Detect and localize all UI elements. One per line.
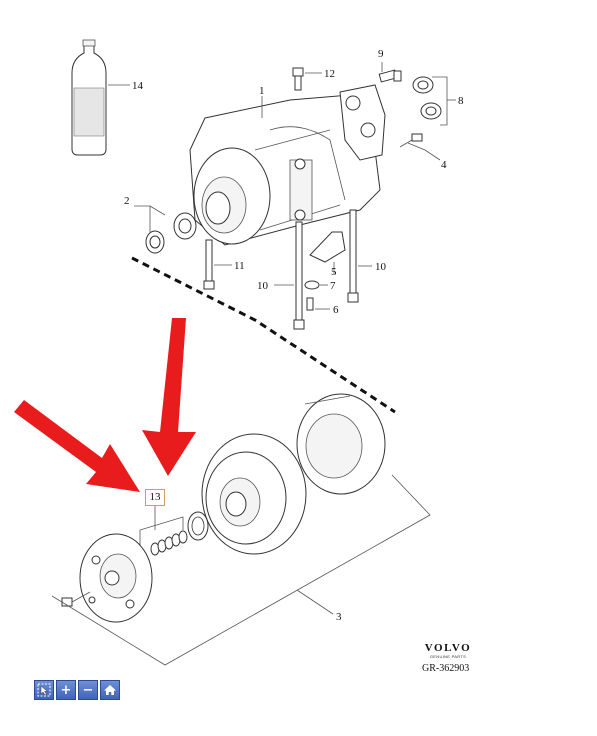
callout-10-left[interactable]: 10 [257,280,269,292]
callout-13-highlighted[interactable]: 13 [145,489,165,506]
callout-8[interactable]: 8 [458,95,464,107]
bracket-5[interactable] [309,231,346,263]
coil-housing[interactable] [296,393,386,495]
oil-bottle[interactable] [71,39,107,156]
minus-icon: − [82,682,94,698]
bolt-11[interactable] [203,239,215,290]
bolt-4[interactable] [399,133,423,148]
zoom-out-button[interactable]: − [78,680,98,700]
highlight-arrows [14,318,196,492]
bolt-12[interactable] [292,67,304,91]
assembly-link-dashed [131,256,396,414]
viewer-toolbar: + − [34,680,120,700]
pulley[interactable] [201,433,307,555]
o-ring-set[interactable] [412,76,442,120]
home-icon [104,685,116,695]
callout-7[interactable]: 7 [330,280,336,292]
callout-3[interactable]: 3 [336,611,342,623]
home-button[interactable] [100,680,120,700]
callout-14[interactable]: 14 [132,80,144,92]
zoom-in-button[interactable]: + [56,680,76,700]
washer-7[interactable] [304,280,320,290]
plus-icon: + [60,682,72,698]
callout-6[interactable]: 6 [333,304,339,316]
bolt-6[interactable] [306,297,314,311]
manifold-block[interactable] [339,84,386,161]
brand-subtitle: GENUINE PARTS [429,654,467,659]
bolt-9[interactable] [378,69,402,83]
clutch-plate[interactable] [79,533,153,623]
callout-9[interactable]: 9 [378,48,384,60]
cursor-select-icon [37,683,51,697]
callout-2[interactable]: 2 [124,195,130,207]
shaft-seal-set[interactable] [145,212,197,254]
callout-5[interactable]: 5 [331,266,337,278]
diagram-reference: GR-362903 [422,663,470,674]
callout-11[interactable]: 11 [234,260,245,272]
bolt-10-right[interactable] [347,209,359,303]
callout-10-right[interactable]: 10 [375,261,387,273]
select-tool-button[interactable] [34,680,54,700]
compressor[interactable] [189,94,381,246]
bolt-10-left[interactable] [293,221,305,330]
volvo-logo: VOLVO GENUINE PARTS [420,642,476,659]
callout-12[interactable]: 12 [324,68,335,80]
callout-4[interactable]: 4 [441,159,447,171]
brand-name: VOLVO [424,642,472,654]
shim-set[interactable] [150,530,188,556]
snap-ring[interactable] [187,511,209,541]
callout-1[interactable]: 1 [259,85,265,97]
